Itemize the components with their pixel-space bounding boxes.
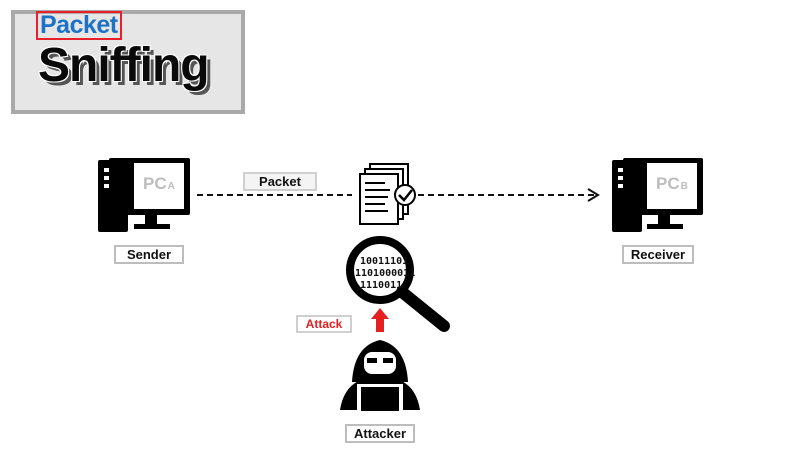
packet-flow-arrow (197, 188, 600, 202)
sender-pc-text: PC (143, 174, 167, 193)
receiver-pc-label: PCB (656, 174, 688, 194)
magnifier-bits-3: 1110011 (360, 280, 403, 291)
magnifier-icon (346, 236, 450, 332)
sender-label: Sender (114, 245, 184, 264)
receiver-pc-text: PC (656, 174, 680, 193)
receiver-label: Receiver (622, 245, 694, 264)
sender-pc-label: PCA (143, 174, 175, 194)
title-main: Sniffing (38, 39, 210, 92)
document-stack-icon (359, 163, 416, 225)
attack-arrow-icon (371, 308, 389, 332)
magnifier-bits-1: 10011101 (360, 256, 409, 267)
receiver-computer-icon (612, 158, 703, 232)
title-card (11, 10, 245, 114)
attack-label: Attack (296, 315, 352, 333)
sender-computer-icon (98, 158, 190, 232)
attacker-label: Attacker (345, 424, 415, 443)
magnifier-bits-2: 1101000011 (355, 268, 416, 279)
receiver-pc-sub: B (680, 181, 688, 192)
packet-label: Packet (243, 172, 317, 191)
sender-pc-sub: A (167, 181, 175, 192)
attacker-icon (340, 340, 420, 412)
title-top: Packet (36, 11, 122, 40)
